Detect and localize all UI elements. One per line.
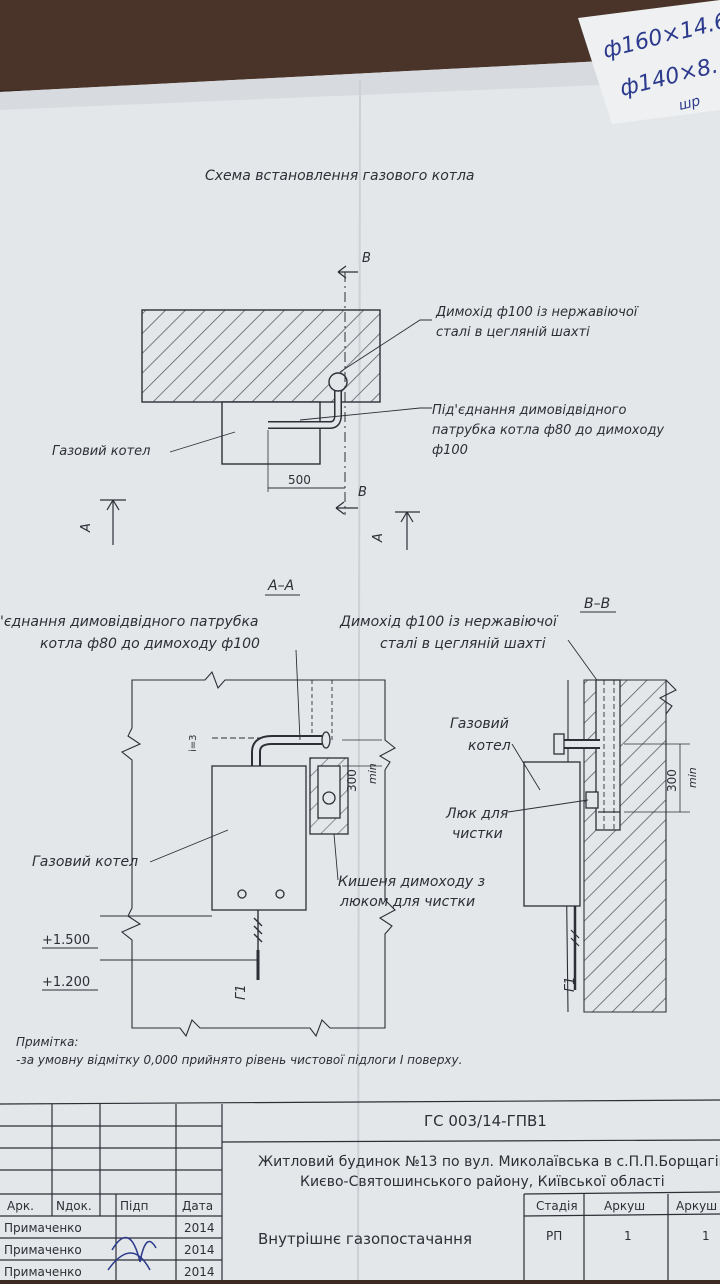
tb-row-name-2: Примаченко (4, 1243, 82, 1257)
section-bb-chimney-label-2: сталі в цегляній шахті (380, 636, 546, 652)
tb-sheet-title: Внутрішнє газопостачання (258, 1230, 472, 1248)
plan-marker-a-right: А (371, 533, 386, 543)
title-block: Арк. Nдок. Підп Дата Примаченко 2014 При… (0, 1099, 720, 1280)
section-bb-chimney-label-1: Димохід ф100 із нержавіючої (339, 614, 559, 630)
section-aa-wall-outline (120, 670, 396, 1038)
tb-project-line2: Києво-Святошинського району, Київської о… (300, 1174, 665, 1190)
section-aa-pocket-label-1: Кишеня димоходу з (338, 874, 485, 890)
note: Примітка: -за умовну відмітку 0,000 прий… (16, 1035, 462, 1067)
plan-boiler-label: Газовий котел (52, 444, 150, 459)
tb-row-date-3: 2014 (184, 1265, 215, 1279)
tb-sheets: 1 (702, 1229, 710, 1243)
section-aa-title: А–А (267, 578, 294, 594)
section-aa-boiler-label: Газовий котел (32, 854, 138, 870)
note-title: Примітка: (16, 1035, 78, 1049)
tb-row-date-2: 2014 (184, 1243, 215, 1257)
plan-marker-b-bottom: В (358, 485, 367, 500)
note-text: -за умовну відмітку 0,000 прийнято рівен… (16, 1053, 462, 1067)
section-bb-chimney-shaft (595, 679, 621, 831)
section-aa-connection-label-1: 'єднання димовідвідного патрубка (0, 614, 259, 630)
tb-header-date: Дата (182, 1199, 213, 1213)
plan-dimension: 500 (288, 473, 311, 487)
section-aa-dimension-suffix: min (366, 763, 379, 784)
section-bb-hatch-label-1: Люк для (445, 806, 508, 822)
section-bb-dimension: 300 (665, 769, 679, 792)
plan-connection-label-1: Під'єднання димовідвідного (432, 403, 626, 418)
section-aa-pocket-label-2: люком для чистки (339, 894, 475, 910)
plan-view: Схема встановлення газового котла 500 В … (52, 168, 664, 550)
plan-chimney-label-1: Димохід ф100 із нержавіючої (435, 305, 639, 320)
plan-title: Схема встановлення газового котла (205, 168, 475, 184)
section-aa-gas-label: Г1 (234, 984, 249, 1000)
tb-project-line1: Житловий будинок №13 по вул. Миколаївськ… (258, 1154, 720, 1170)
tb-stage: РП (546, 1229, 562, 1243)
tb-row-date-1: 2014 (184, 1221, 215, 1235)
tb-header-sign: Підп (120, 1199, 149, 1213)
section-aa-connection-label-2: котла ф80 до димоходу ф100 (40, 636, 260, 652)
section-bb: В–В Димохід ф100 із нержавіючої сталі в … (339, 596, 699, 1013)
section-aa-slope-label: i=3 (188, 734, 199, 752)
tb-header-ndoc: Nдок. (56, 1199, 92, 1213)
sticky-note: ф160×14.6 ф140×8. шр (578, 0, 720, 124)
section-bb-gas-label: Г1 (563, 976, 578, 992)
section-bb-hatch-label-2: чистки (452, 826, 503, 842)
tb-code: ГС 003/14-ГПВ1 (424, 1112, 547, 1130)
section-bb-dimension-suffix: min (686, 767, 699, 788)
signature-scribble (107, 1236, 157, 1271)
plan-connection-label-3: ф100 (432, 443, 468, 458)
tb-row-name-1: Примаченко (4, 1221, 82, 1235)
section-aa: А–А 'єднання димовідвідного патрубка кот… (0, 578, 485, 1038)
plan-marker-a-left: А (79, 523, 94, 533)
sticky-note-line3: шр (677, 93, 702, 114)
plan-boiler (221, 401, 321, 465)
tb-header-sheets: Аркуш (676, 1199, 717, 1213)
tb-row-name-3: Примаченко (4, 1265, 82, 1279)
tb-header-arch: Арк. (7, 1199, 34, 1213)
tb-sheet: 1 (624, 1229, 632, 1243)
plan-chimney-label-2: сталі в цегляній шахті (436, 325, 590, 340)
section-aa-dimension: 300 (345, 769, 359, 792)
section-aa-level-2: +1.200 (42, 975, 90, 990)
tb-header-stage: Стадія (536, 1199, 578, 1213)
section-bb-boiler (523, 761, 581, 907)
plan-marker-b-top: В (362, 251, 371, 266)
section-bb-boiler-label-2: котел (468, 738, 511, 754)
plan-connection-label-2: патрубка котла ф80 до димоходу (432, 423, 664, 438)
plan-chimney-circle (328, 372, 348, 392)
tb-header-sheet: Аркуш (604, 1199, 645, 1213)
section-aa-level-1: +1.500 (42, 933, 90, 948)
section-bb-title: В–В (584, 596, 610, 612)
section-aa-boiler (211, 765, 307, 911)
section-bb-boiler-label-1: Газовий (450, 716, 509, 732)
section-aa-gas-pipe (253, 910, 263, 950)
